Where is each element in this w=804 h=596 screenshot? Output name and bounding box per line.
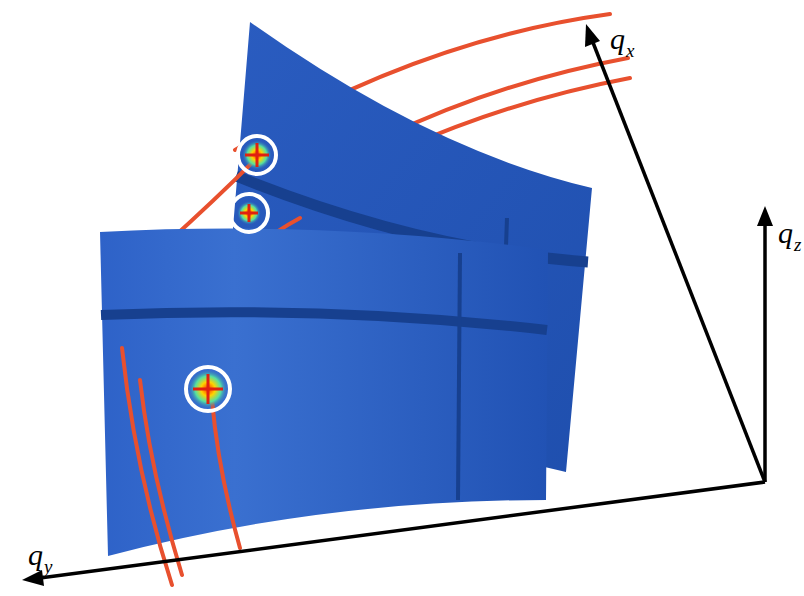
axis-subscript: z xyxy=(794,235,801,254)
detector-gap xyxy=(458,253,460,500)
red-curve xyxy=(122,348,240,585)
axis-subscript: x xyxy=(626,41,634,60)
axis-subscript: y xyxy=(44,557,52,576)
axis-label: q xyxy=(28,540,43,570)
arrowhead xyxy=(22,24,773,586)
detector-panel xyxy=(100,229,548,556)
axis-label: q xyxy=(610,24,625,54)
bragg-peak xyxy=(186,136,276,411)
axis-label: q xyxy=(778,218,793,248)
detector-gap xyxy=(101,312,547,330)
axis xyxy=(40,40,765,578)
